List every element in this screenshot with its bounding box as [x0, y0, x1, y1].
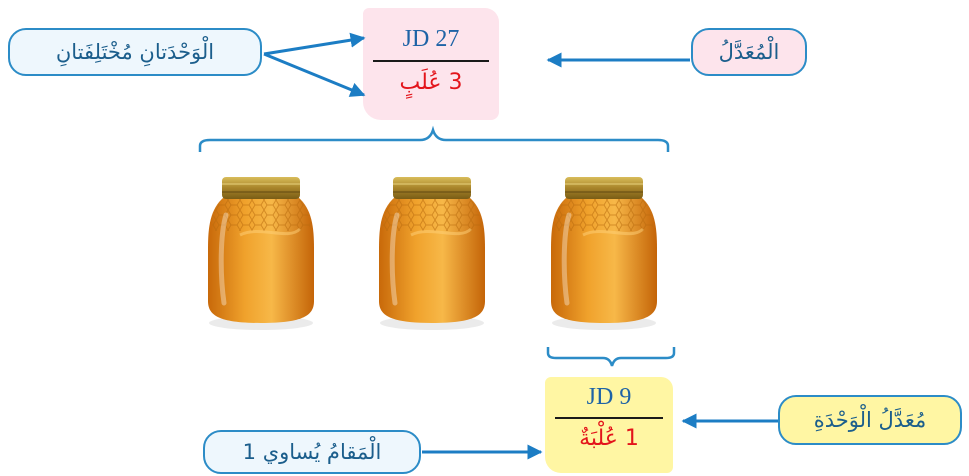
- rate-denominator: 3 عُلَبٍ: [399, 70, 463, 95]
- honey-jar-3: [551, 177, 657, 330]
- denominator-one-label: الْمَقامُ يُساوي 1: [242, 440, 382, 464]
- arrow-to-rate-numerator: [263, 32, 366, 56]
- rate-callout: الْمُعَدَّلُ: [691, 28, 807, 76]
- unit-rate-label: مُعَدَّلُ الْوَحْدَةِ: [813, 408, 927, 432]
- different-units-label: الْوَحْدَتانِ مُخْتَلِفَتانِ: [55, 40, 215, 64]
- rate-fraction-bar: [373, 60, 489, 62]
- unit-numerator: JD 9: [586, 384, 632, 410]
- rate-label: الْمُعَدَّلُ: [718, 40, 780, 64]
- honey-jar-2: [379, 177, 485, 330]
- brace-one-jar: [546, 347, 676, 367]
- unit-denominator: 1 عُلْبَةٌ: [579, 426, 639, 451]
- arrow-to-rate-denominator: [263, 52, 366, 97]
- denominator-one-callout: الْمَقامُ يُساوي 1: [203, 430, 421, 474]
- different-units-callout: الْوَحْدَتانِ مُخْتَلِفَتانِ: [8, 28, 262, 76]
- honey-jar-1: [208, 177, 314, 330]
- unit-fraction-bar: [555, 417, 663, 419]
- rate-fraction: JD 27 3 عُلَبٍ: [363, 8, 499, 120]
- brace-all-jars: [198, 125, 670, 152]
- rate-numerator: JD 27: [402, 26, 460, 52]
- unit-fraction: JD 9 1 عُلْبَةٌ: [545, 377, 673, 473]
- unit-rate-callout: مُعَدَّلُ الْوَحْدَةِ: [778, 395, 962, 445]
